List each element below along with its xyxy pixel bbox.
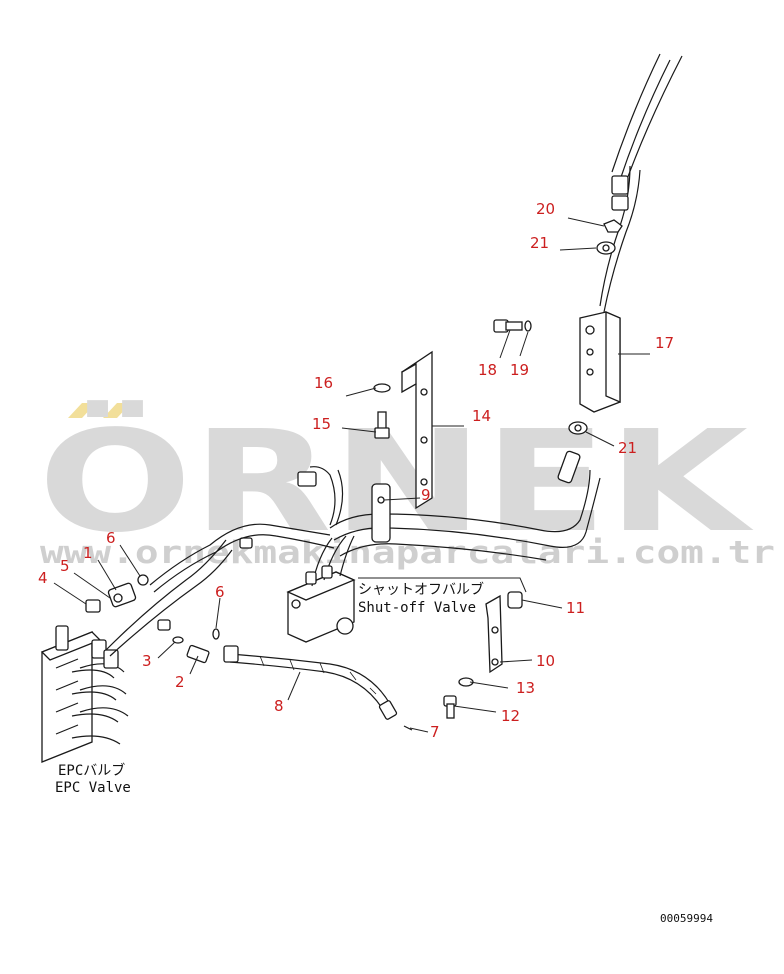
watermark-accent-right xyxy=(103,403,131,418)
document-number: 00059994 xyxy=(660,912,713,925)
epc-valve-label-en: EPC Valve xyxy=(55,780,131,796)
callout-4: 4 xyxy=(38,569,48,587)
callout-1: 1 xyxy=(83,544,93,562)
epc-valve-label-jp: EPCバルブ xyxy=(58,762,125,779)
callout-2: 2 xyxy=(175,673,185,691)
callout-21b: 21 xyxy=(618,439,637,457)
nut-washer-set xyxy=(568,219,623,435)
watermark-accent-left xyxy=(68,403,96,418)
leader-lines xyxy=(53,217,650,733)
hose-routing xyxy=(149,450,601,593)
callout-16: 16 xyxy=(314,374,333,392)
callout-numbers: 1 2 3 4 5 6 6 7 8 9 10 11 12 13 14 15 16… xyxy=(38,200,674,741)
callout-6a: 6 xyxy=(106,529,116,547)
bracket-14-drawing xyxy=(371,350,433,543)
callout-13: 13 xyxy=(516,679,535,697)
callout-21a: 21 xyxy=(530,234,549,252)
callout-12: 12 xyxy=(501,707,520,725)
callout-10: 10 xyxy=(536,652,555,670)
callout-5: 5 xyxy=(60,557,70,575)
watermark-url: www.ornekmakinaparcalari.com.tr xyxy=(40,535,775,571)
shutoff-valve-label-en: Shut-off Valve xyxy=(358,600,476,616)
bracket-10-set xyxy=(403,591,523,731)
callout-14: 14 xyxy=(472,407,491,425)
callout-3: 3 xyxy=(142,652,152,670)
hose-8-drawing xyxy=(223,645,398,720)
callout-19: 19 xyxy=(510,361,529,379)
watermark: ÖRNEK www.ornekmakinaparcalari.com.tr xyxy=(38,399,775,571)
bracket-17-drawing xyxy=(579,53,683,413)
callout-15: 15 xyxy=(312,415,331,433)
epc-valve-drawing xyxy=(40,539,233,763)
callout-8: 8 xyxy=(274,697,284,715)
callout-7: 7 xyxy=(430,723,440,741)
callout-17: 17 xyxy=(655,334,674,352)
shutoff-valve-drawing xyxy=(286,535,356,643)
bolt-18-washer-19 xyxy=(493,319,532,333)
shutoff-valve-label-jp: シャットオフバルブ xyxy=(358,581,484,598)
bolt-15-washer-16 xyxy=(373,383,391,439)
watermark-letters: ÖRNEK xyxy=(38,399,754,564)
shutoff-valve-leader xyxy=(358,577,527,593)
callout-11: 11 xyxy=(566,599,585,617)
callout-9: 9 xyxy=(421,486,431,504)
callout-18: 18 xyxy=(478,361,497,379)
callout-20: 20 xyxy=(536,200,555,218)
callout-6b: 6 xyxy=(215,583,225,601)
